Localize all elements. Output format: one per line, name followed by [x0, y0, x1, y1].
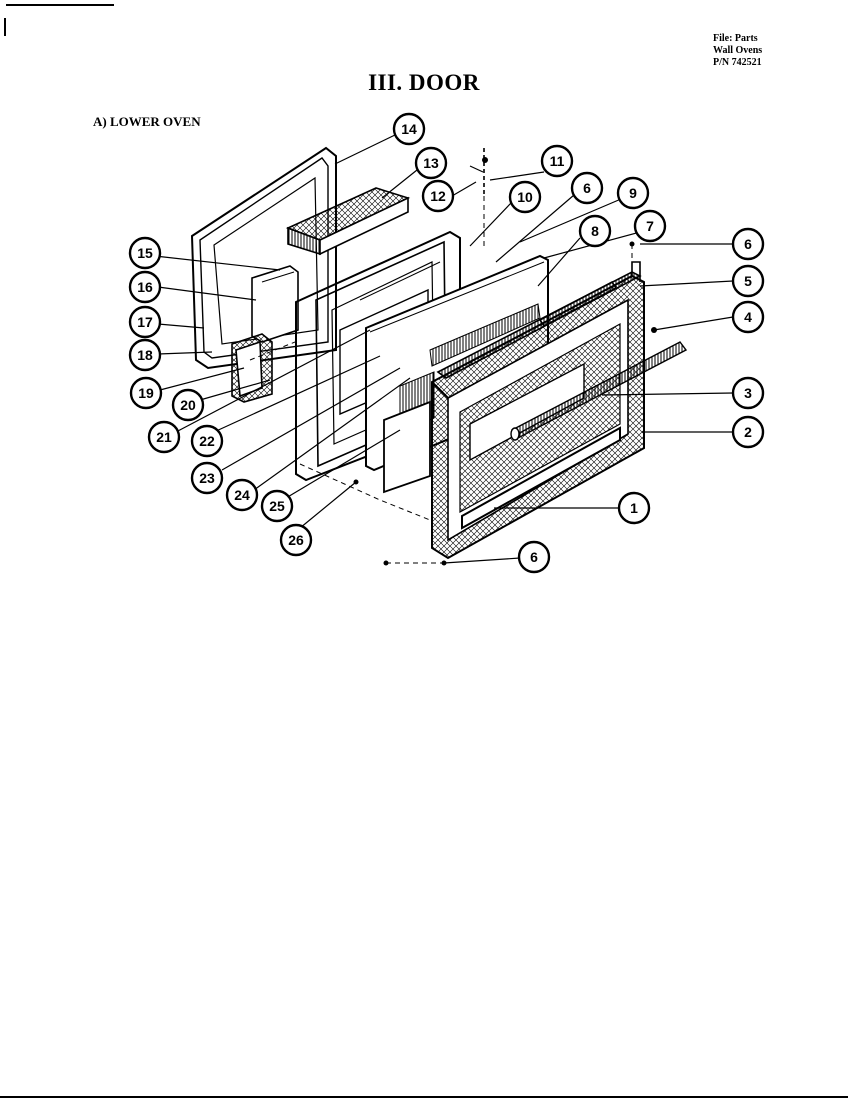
callout-label: 5	[744, 273, 752, 289]
callout-24: 24	[225, 478, 259, 512]
part-vent-strip	[429, 303, 541, 367]
part-top-trim	[436, 271, 642, 379]
callout-20: 20	[171, 388, 205, 422]
callout-label: 6	[744, 236, 752, 252]
callout-label: 3	[744, 385, 752, 401]
corner-tick	[4, 18, 6, 36]
assembly-lines	[249, 196, 633, 564]
callout-6-bottom: 6	[517, 540, 551, 574]
callout-label: 9	[629, 185, 637, 201]
callout-11: 11	[540, 144, 574, 178]
callout-label: 11	[550, 153, 565, 169]
file-line-2: Wall Ovens	[713, 45, 763, 56]
callout-label: 24	[234, 487, 250, 503]
callout-label: 6	[530, 549, 538, 565]
part-side-trim	[483, 148, 641, 282]
callout-label: 12	[430, 188, 446, 204]
leader-lines	[154, 133, 734, 564]
callout-label: 16	[137, 279, 153, 295]
callout-label: 18	[137, 347, 153, 363]
part-side-insulation	[231, 265, 299, 403]
callout-26: 26	[279, 523, 313, 557]
callout-13: 13	[414, 146, 448, 180]
callout-22: 22	[190, 424, 224, 458]
callout-label: 25	[269, 498, 285, 514]
callout-5: 5	[731, 264, 765, 298]
callout-label: 1	[630, 500, 638, 516]
callout-label: 6	[583, 180, 591, 196]
callout-21: 21	[147, 420, 181, 454]
file-line-3: P/N 742521	[713, 57, 762, 68]
bottom-rule	[0, 1096, 848, 1098]
callout-label: 10	[517, 189, 533, 205]
callout-label: 17	[137, 314, 153, 330]
callout-15: 15	[128, 236, 162, 270]
callout-17: 17	[128, 305, 162, 339]
callout-label: 19	[138, 385, 154, 401]
callout-label: 20	[180, 397, 196, 413]
callout-16: 16	[128, 270, 162, 304]
callout-label: 4	[744, 309, 752, 325]
corner-rule	[6, 4, 114, 6]
section-title: A) LOWER OVEN	[93, 114, 201, 129]
file-line-1: File: Parts	[713, 33, 758, 44]
callout-3: 3	[731, 376, 765, 410]
part-insulation	[285, 187, 411, 256]
callout-23: 23	[190, 461, 224, 495]
callout-label: 23	[199, 470, 215, 486]
page-title: III. DOOR	[368, 70, 480, 95]
callout-label: 14	[401, 121, 417, 137]
callout-12: 12	[421, 179, 455, 213]
callout-9: 9	[616, 176, 650, 210]
callout-1: 1	[617, 491, 651, 525]
callout-label: 7	[646, 218, 654, 234]
callout-19: 19	[129, 376, 163, 410]
callout-label: 21	[156, 429, 172, 445]
callout-25: 25	[260, 489, 294, 523]
callout-label: 15	[137, 245, 153, 261]
callout-8: 8	[578, 214, 612, 248]
callout-10: 10	[508, 180, 542, 214]
callout-4: 4	[731, 300, 765, 334]
callout-label: 26	[288, 532, 304, 548]
callout-label: 13	[423, 155, 439, 171]
part-handle	[510, 341, 688, 441]
callout-7: 7	[633, 209, 667, 243]
callout-18: 18	[128, 338, 162, 372]
part-baffle	[383, 400, 431, 494]
callout-6-top: 6	[570, 171, 604, 205]
callout-14: 14	[392, 112, 426, 146]
callout-2: 2	[731, 415, 765, 449]
callout-6-right: 6	[731, 227, 765, 261]
callout-label: 22	[199, 433, 215, 449]
callout-label: 8	[591, 223, 599, 239]
callout-label: 2	[744, 424, 752, 440]
